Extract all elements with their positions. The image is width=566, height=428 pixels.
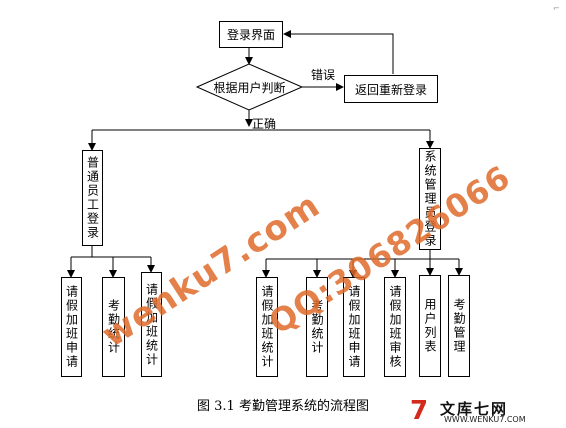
- employee-login-label: 普通员工登录: [85, 156, 100, 240]
- employee-login-node: 普通员工登录: [82, 150, 103, 246]
- login-node: 登录界面: [219, 21, 283, 48]
- emp-attendance-stats-label: 考勤统计: [106, 299, 121, 355]
- adm-leave-stats-label: 请假加班统计: [260, 285, 274, 369]
- logo-name: 文库七网: [440, 400, 509, 418]
- emp-leave-stats-label: 请假加班统计: [144, 282, 159, 367]
- edge-retry-login: [283, 30, 394, 74]
- adm-attendance-mgmt-node: 考勤管理: [448, 275, 470, 377]
- emp-attendance-stats-node: 考勤统计: [102, 277, 125, 377]
- retry-node-label: 返回重新登录: [354, 82, 427, 97]
- corner-mark: ⌐: [553, 4, 560, 13]
- emp-leave-apply-label: 请假加班申请: [64, 285, 79, 369]
- decision-node-label: 根据用户判断: [213, 80, 286, 95]
- adm-user-list-label: 用户列表: [423, 298, 437, 354]
- adm-attendance-stats-node: 考勤统计: [306, 277, 328, 377]
- decision-diamond: [195, 63, 304, 111]
- emp-leave-apply-node: 请假加班申请: [61, 277, 82, 377]
- adm-leave-stats-node: 请假加班统计: [256, 277, 278, 377]
- error-label: 错误: [311, 68, 336, 82]
- login-node-label: 登录界面: [226, 28, 275, 42]
- adm-leave-apply-node: 请假加班申请: [343, 277, 365, 377]
- figure-caption: 图 3.1 考勤管理系统的流程图: [197, 399, 369, 414]
- retry-node: 返回重新登录: [344, 75, 438, 103]
- admin-login-label: 系统管理员登录: [423, 150, 437, 248]
- admin-login-node: 系统管理员登录: [419, 148, 441, 250]
- logo-url: WWW.WENKU7.COM: [444, 415, 526, 424]
- correct-label: 正确: [252, 117, 277, 131]
- adm-leave-review-node: 请假加班审核: [384, 277, 406, 377]
- logo-mark-icon: 7: [410, 396, 429, 426]
- adm-leave-review-label: 请假加班审核: [388, 285, 402, 369]
- adm-leave-apply-label: 请假加班申请: [347, 285, 361, 369]
- emp-leave-stats-node: 请假加班统计: [141, 272, 162, 377]
- decision-node: 根据用户判断: [197, 76, 302, 98]
- adm-user-list-node: 用户列表: [419, 275, 441, 377]
- adm-attendance-stats-label: 考勤统计: [310, 299, 324, 355]
- adm-attendance-mgmt-label: 考勤管理: [452, 298, 466, 354]
- site-logo: 7 文库七网 WWW.WENKU7.COM: [410, 398, 562, 424]
